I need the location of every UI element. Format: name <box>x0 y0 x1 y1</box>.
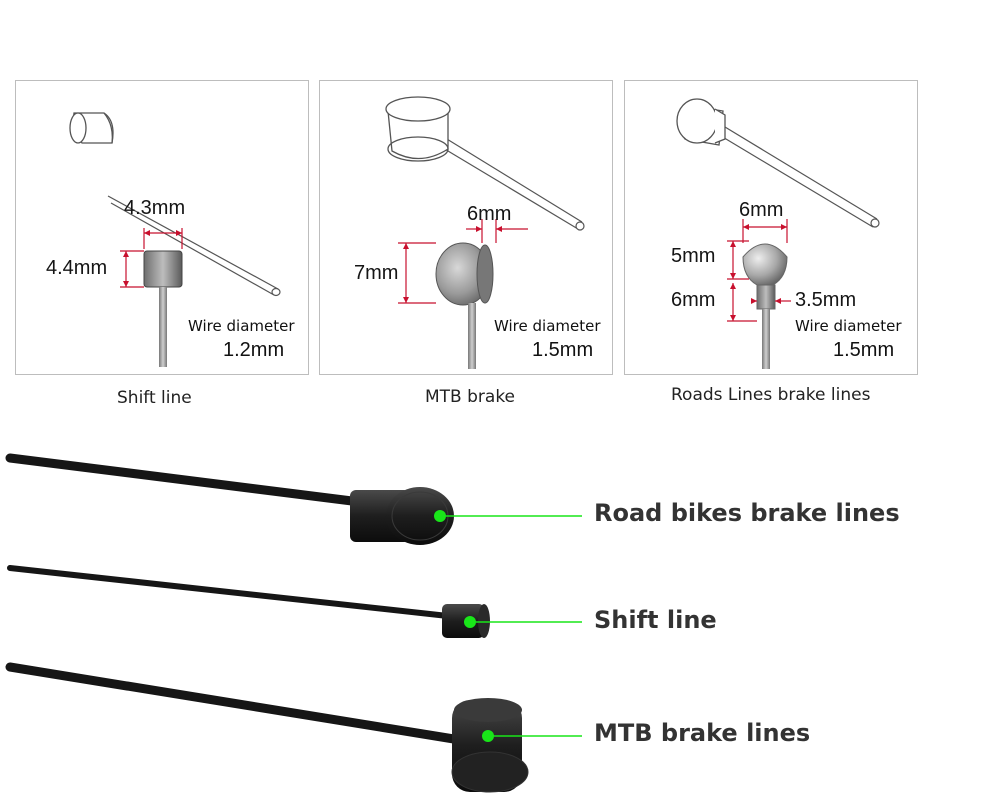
cables-photo <box>5 453 582 793</box>
dim-height-top-label: 5mm <box>671 245 716 267</box>
panel-shift-line: 4.3mm 4.4mm Wire diameter 1.2mm <box>15 80 309 375</box>
dim-height-label: 4.4mm <box>46 257 108 279</box>
shift-marker <box>464 616 476 628</box>
dim-width-label: 6mm <box>467 203 512 225</box>
wire-diameter-label: Wire diameter <box>494 317 601 335</box>
caption-shift-line: Shift line <box>117 388 192 408</box>
wire-diameter-value: 1.5mm <box>833 339 895 361</box>
road-brake-nipple <box>350 487 454 545</box>
wire-diameter-value: 1.5mm <box>532 339 594 361</box>
caption-mtb-brake: MTB brake <box>425 387 516 407</box>
mtb-brake-marker <box>482 730 494 742</box>
shift-cable <box>7 565 451 619</box>
road-brake-drawing <box>676 98 880 369</box>
callout-shift-line: Shift line <box>594 606 717 634</box>
dim-width-label: 4.3mm <box>124 197 186 219</box>
mtb-brake-cable <box>5 662 465 745</box>
dim-neck-label: 3.5mm <box>795 289 857 311</box>
callout-mtb-brake-lines: MTB brake lines <box>594 719 811 747</box>
wire-diameter-value: 1.2mm <box>223 339 285 361</box>
dim-width-label: 6mm <box>739 199 784 221</box>
road-brake-cable <box>5 453 365 507</box>
dim-height-bottom-label: 6mm <box>671 289 716 311</box>
mtb-brake-drawing <box>385 96 585 369</box>
wire-diameter-label: Wire diameter <box>188 317 295 335</box>
panel-mtb-brake: 6mm 7mm Wire diameter 1.5mm <box>319 80 613 375</box>
mtb-brake-nipple <box>451 698 529 793</box>
road-brake-marker <box>434 510 446 522</box>
callout-road-bikes-brake-lines: Road bikes brake lines <box>594 499 900 527</box>
shift-nipple <box>442 604 490 638</box>
wire-diameter-label: Wire diameter <box>795 317 902 335</box>
panel-road-brake: 6mm 5mm 6mm 3.5mm Wire diameter 1.5mm <box>624 80 918 375</box>
dim-height-label: 7mm <box>354 262 399 284</box>
caption-road-brake: Roads Lines brake lines <box>671 385 871 405</box>
shift-line-drawing <box>69 112 281 367</box>
